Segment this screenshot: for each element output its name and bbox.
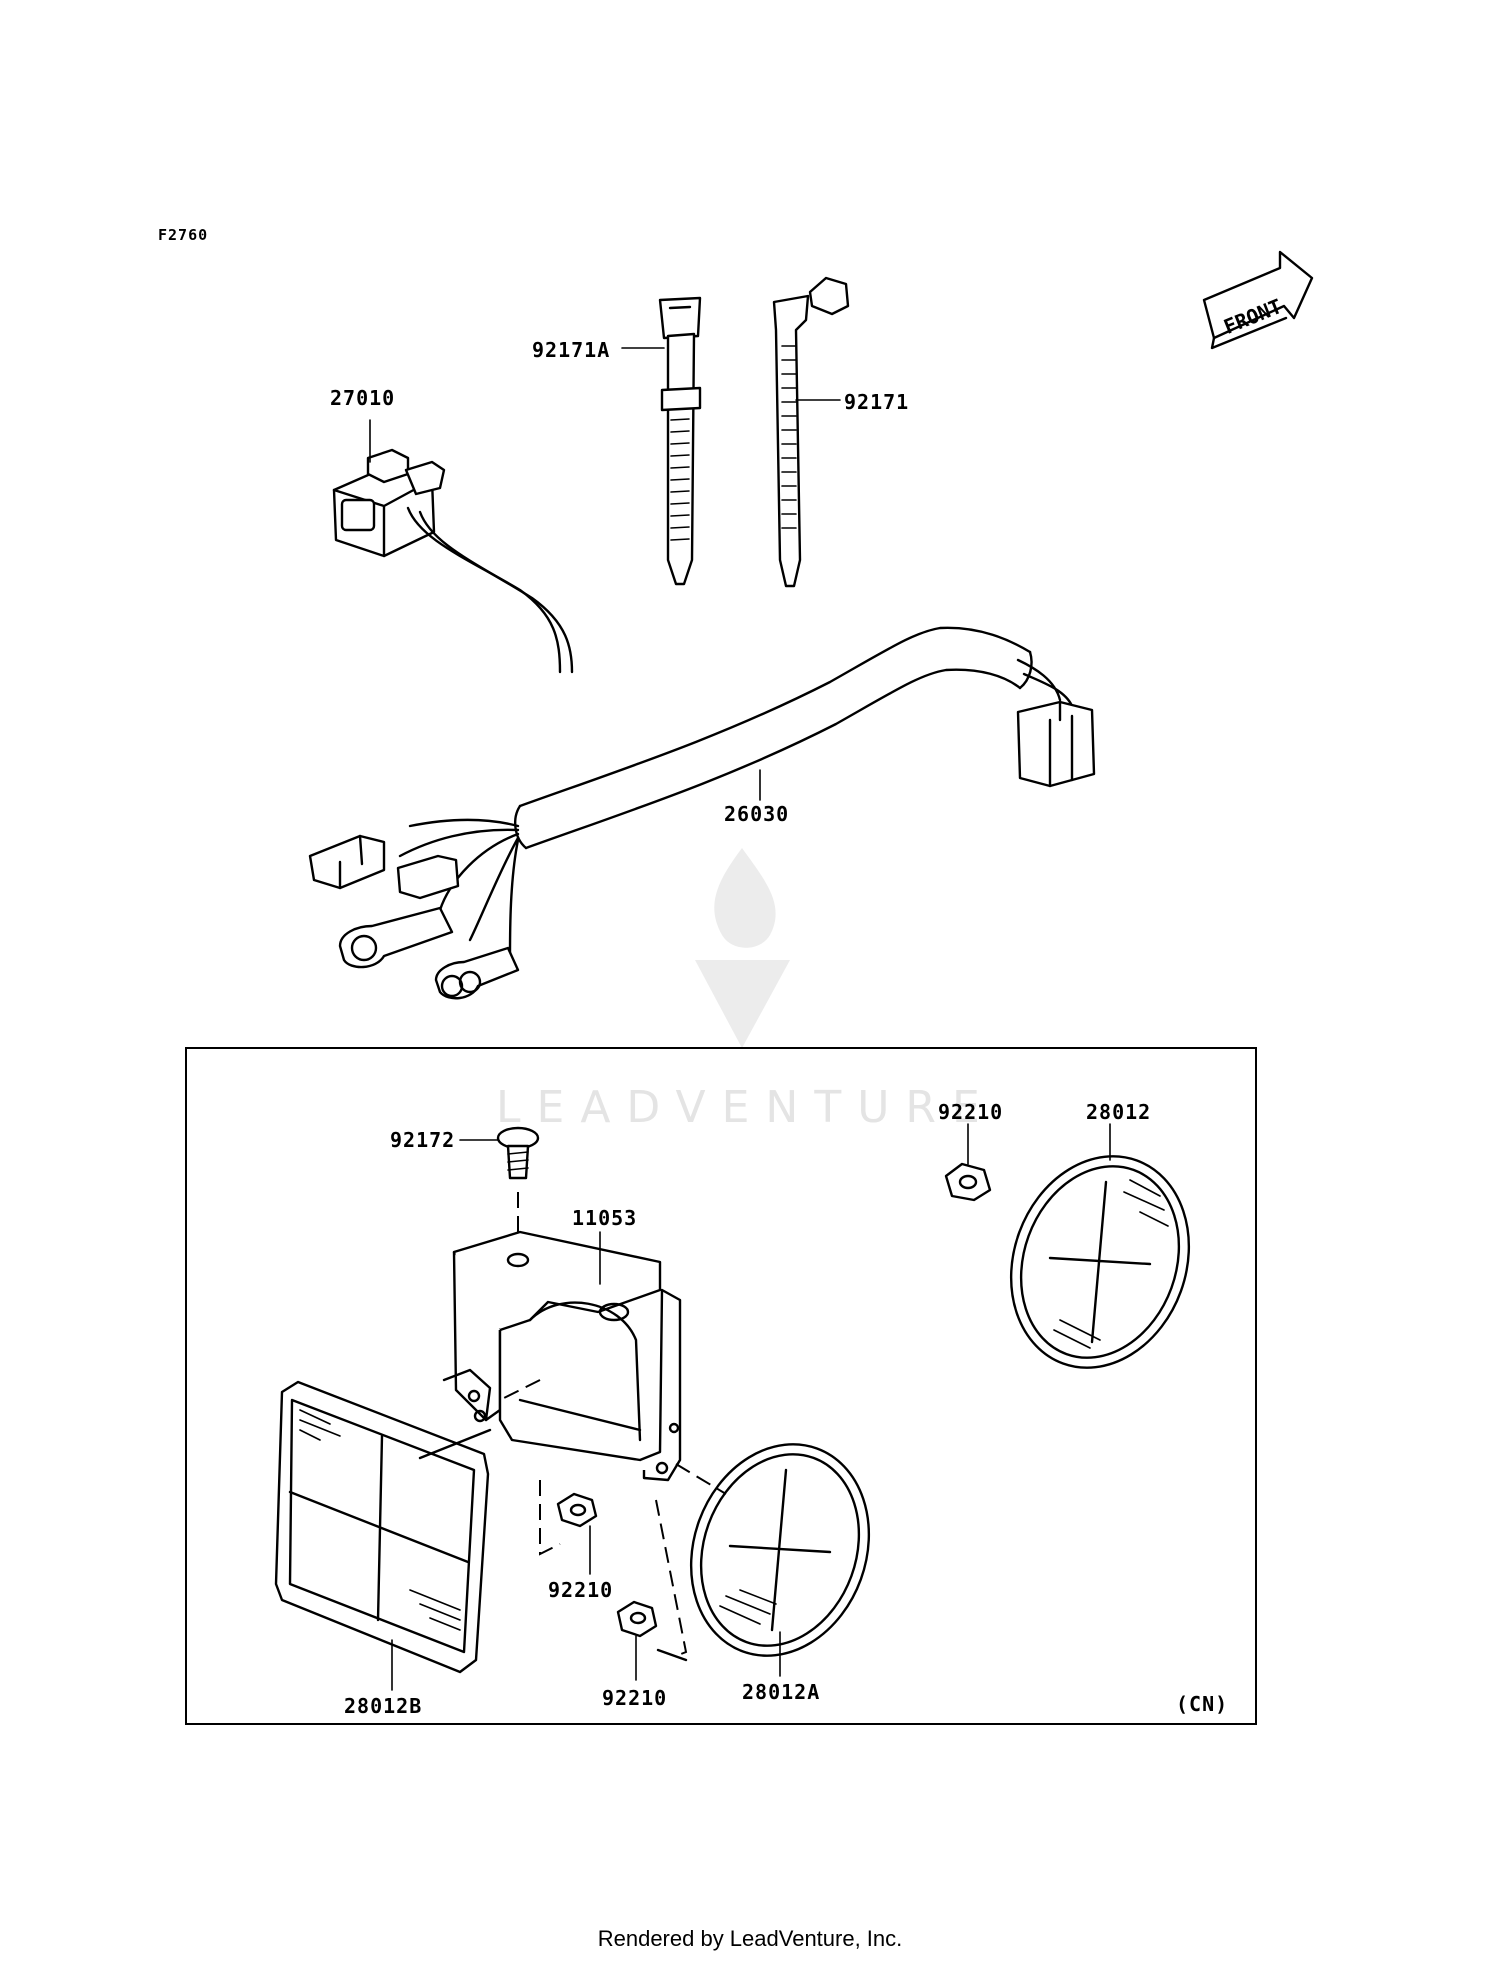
part-92171-tie	[772, 276, 850, 588]
callout-92210-low: 92210	[602, 1686, 668, 1710]
part-26030-harness	[308, 626, 1096, 1000]
watermark-text: LEADVENTURE	[496, 1082, 996, 1133]
part-28012b-reflector	[274, 1379, 541, 1674]
part-92210-nut-mid	[539, 1480, 598, 1575]
callout-92171: 92171	[844, 390, 910, 414]
part-28012a-reflector	[675, 1443, 871, 1677]
watermark-logo	[695, 848, 790, 1048]
part-92210-nut-top	[944, 1123, 992, 1202]
cn-inset-frame	[185, 1047, 1257, 1725]
part-92171a-strap	[658, 296, 702, 586]
part-11053-bracket	[442, 1230, 682, 1482]
callout-leader-lines	[369, 347, 841, 1691]
figure-code: F2760	[158, 226, 209, 244]
part-28012-reflector	[1009, 1123, 1191, 1369]
callout-11053: 11053	[572, 1206, 638, 1230]
callout-28012: 28012	[1086, 1100, 1152, 1124]
callout-92210-mid: 92210	[548, 1578, 614, 1602]
callout-27010: 27010	[330, 386, 396, 410]
part-92172-bolt	[496, 1126, 540, 1262]
front-arrow-icon: FRONT	[1202, 250, 1314, 350]
callout-92172: 92172	[390, 1128, 456, 1152]
callout-92210-top: 92210	[938, 1100, 1004, 1124]
callout-28012b: 28012B	[344, 1694, 423, 1718]
callout-92171a: 92171A	[532, 338, 611, 362]
footer-credit: Rendered by LeadVenture, Inc.	[597, 1926, 903, 1951]
part-92210-nut-low	[616, 1499, 688, 1681]
part-27010-switch	[332, 448, 574, 674]
callout-28012a: 28012A	[742, 1680, 821, 1704]
region-code: (CN)	[1176, 1692, 1229, 1716]
callout-26030: 26030	[724, 802, 790, 826]
